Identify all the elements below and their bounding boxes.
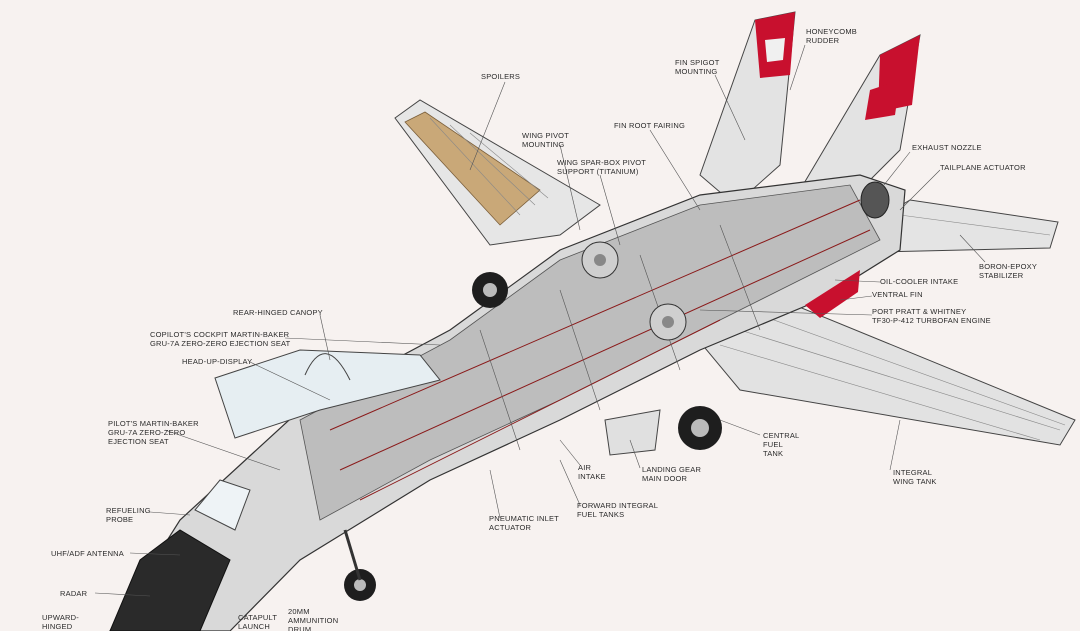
label-uhf-antenna: UHF/ADF ANTENNA bbox=[51, 549, 125, 558]
label-oil-cooler: OIL-COOLER INTAKE bbox=[880, 277, 959, 286]
label-integral-wing-tank: INTEGRAL WING TANK bbox=[893, 468, 937, 486]
label-spar-box: WING SPAR-BOX PIVOT SUPPORT (TITANIUM) bbox=[557, 158, 647, 176]
label-fin-spigot: FIN SPIGOT MOUNTING bbox=[675, 58, 720, 76]
label-tailplane: TAILPLANE ACTUATOR bbox=[940, 163, 1026, 172]
vertical-fins bbox=[699, 11, 921, 211]
label-fin-root: FIN ROOT FAIRING bbox=[614, 121, 685, 130]
label-upward-hinged: UPWARD- HINGED bbox=[42, 613, 79, 631]
label-ammunition: 20MM AMMUNITION DRUM bbox=[288, 607, 339, 631]
label-engine: PORT PRATT & WHITNEY TF30-P-412 TURBOFAN… bbox=[872, 307, 991, 325]
label-landing-gear-door: LANDING GEAR MAIN DOOR bbox=[642, 465, 702, 483]
ventral-fin bbox=[805, 270, 860, 318]
label-ventral-fin: VENTRAL FIN bbox=[872, 290, 923, 299]
label-pilot-seat: PILOT'S MARTIN-BAKER GRU-7A ZERO-ZERO EJ… bbox=[108, 419, 199, 446]
label-central-tank: CENTRAL FUEL TANK bbox=[763, 431, 800, 458]
label-catapult: CATAPULT LAUNCH bbox=[238, 613, 278, 631]
engine-fans bbox=[581, 181, 890, 341]
label-boron: BORON-EPOXY STABILIZER bbox=[979, 262, 1038, 280]
label-radar: RADAR bbox=[60, 589, 88, 598]
radome bbox=[109, 529, 231, 631]
label-forward-tanks: FORWARD INTEGRAL FUEL TANKS bbox=[577, 501, 659, 519]
label-wing-pivot: WING PIVOT MOUNTING bbox=[522, 131, 569, 149]
label-spoilers: SPOILERS bbox=[481, 72, 521, 81]
label-copilot-seat: COPILOT'S COCKPIT MARTIN-BAKER GRU-7A ZE… bbox=[150, 330, 291, 348]
fuselage bbox=[109, 174, 906, 631]
label-air-intake: AIR INTAKE bbox=[578, 463, 606, 481]
label-refueling-probe: REFUELING PROBE bbox=[106, 506, 151, 524]
label-pneumatic-inlet: PNEUMATIC INLET ACTUATOR bbox=[489, 514, 559, 532]
leader-lines bbox=[94, 44, 986, 597]
landing-gear bbox=[343, 272, 722, 601]
label-canopy: REAR-HINGED CANOPY bbox=[233, 308, 323, 317]
right-wing bbox=[689, 294, 1076, 446]
label-exhaust: EXHAUST NOZZLE bbox=[912, 143, 982, 152]
label-honeycomb-rudder: HONEYCOMB RUDDER bbox=[806, 27, 857, 45]
label-hud: HEAD-UP-DISPLAY bbox=[182, 357, 253, 366]
left-wing bbox=[394, 99, 601, 246]
